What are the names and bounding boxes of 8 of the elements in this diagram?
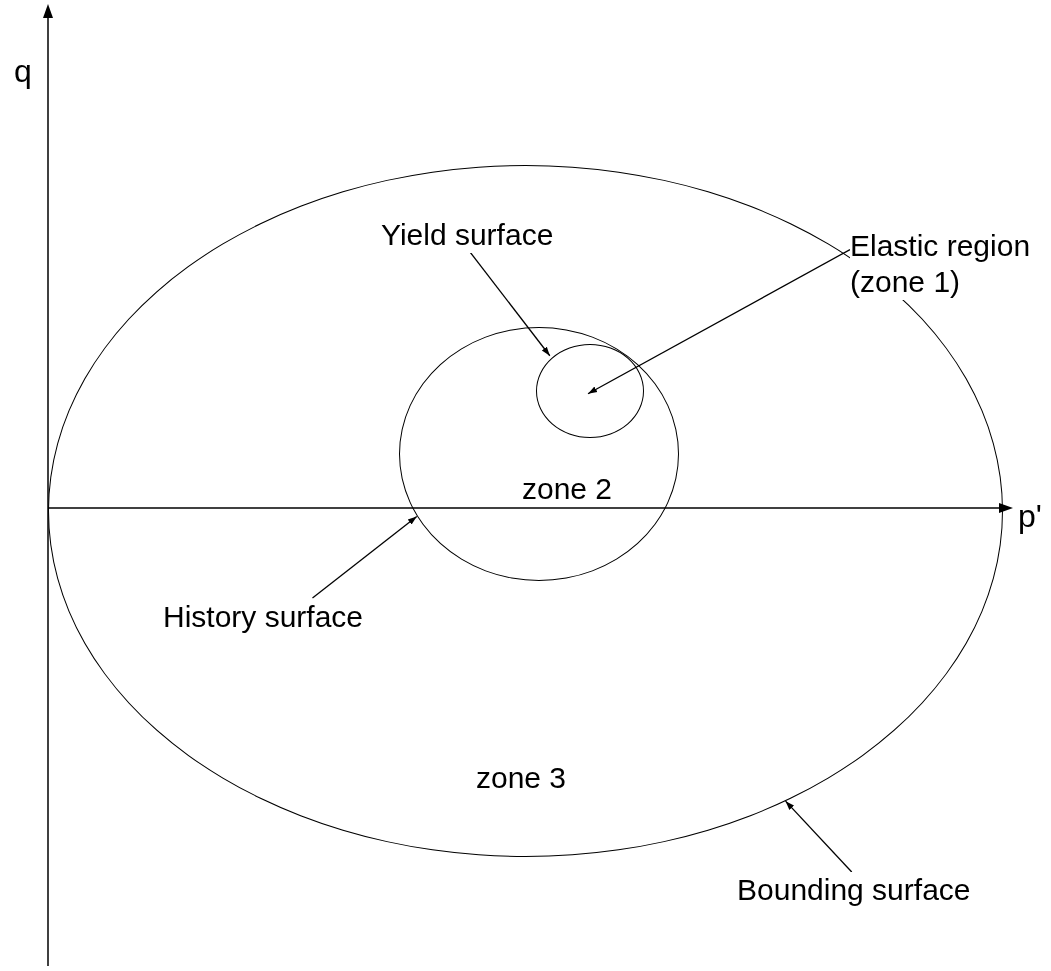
leader-arrow	[311, 515, 418, 599]
zone-label: zone 3	[475, 763, 567, 793]
zone-label: zone 2	[521, 474, 613, 504]
axis-label: p'	[1018, 500, 1042, 532]
leader-arrow	[784, 800, 853, 873]
leader-arrow	[469, 251, 551, 357]
leader-arrow	[587, 248, 851, 395]
axis-label: q	[14, 55, 32, 87]
